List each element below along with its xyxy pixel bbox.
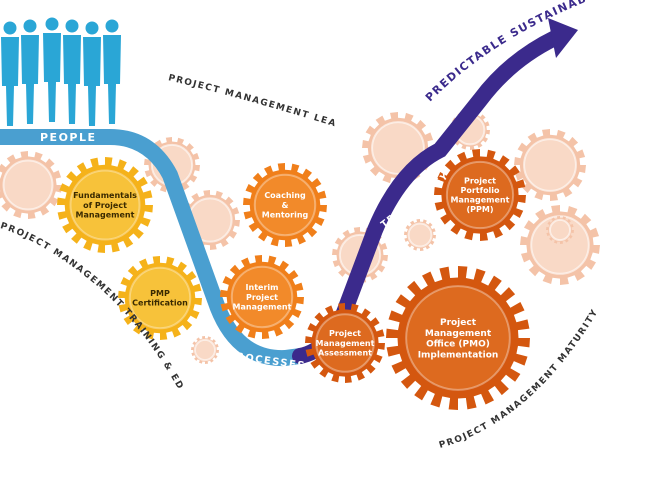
gear-coaching: Coaching&Mentoring [243,163,327,247]
person-body [83,37,101,126]
gear-fundamentals-label-line: Management [76,210,135,219]
faded-gear-5-hub [193,338,217,362]
gear-interim-hub [230,265,294,329]
gear-fundamentals-label-line: of Project [83,201,127,210]
faded-gear-1-hub [2,159,54,211]
gear-ppm-label-line: Management [451,196,510,205]
gear-pmo-hub [405,285,511,391]
gear-pmo-label-line: Implementation [418,350,499,360]
faded-gear-1 [0,151,62,219]
gear-interim-label-line: Project [246,293,278,302]
person-figure [63,19,81,124]
person-figure [103,19,121,124]
gear-pmp-hub [128,266,192,330]
gear-coaching-label-line: Mentoring [262,210,309,219]
faded-gear-10 [514,129,586,201]
gear-pmo-label-line: Project [440,318,477,328]
faded-gear-12 [546,216,574,244]
gear-coaching-label-line: Coaching [264,191,306,200]
gear-pmo-label-line: Management [425,329,492,339]
faded-gear-10-hub [523,138,577,192]
gear-pmp-label-line: Certification [132,299,188,308]
person-body [21,35,39,124]
gear-fundamentals-label-line: Fundamentals [73,191,137,200]
people-figures [1,17,121,126]
gear-ppm-label-line: Project [464,176,496,185]
person-body [1,37,19,126]
people-process-path [0,129,308,367]
person-figure [1,21,19,126]
gear-assessment-label-line: Project [329,329,361,338]
gear-interim-label-line: Interim [246,283,279,292]
faded-gear-8-hub [407,222,433,248]
gear-coaching-label: Coaching&Mentoring [262,191,309,219]
gear-ppm-label-line: Portfolio [460,186,500,195]
gear-pmo-label-line: Office (PMO) [426,340,490,350]
person-body [103,35,121,124]
person-head [3,21,17,35]
faded-gear-11 [520,205,600,285]
arrow-head-icon [548,18,578,58]
gear-assessment-label-line: Assessment [318,348,372,357]
person-figure [83,21,101,126]
people-label: PEOPLE [40,131,97,144]
faded-gear-3 [180,190,240,250]
person-head [105,19,119,33]
person-figure [21,19,39,124]
person-head [85,21,99,35]
faded-gear-5 [191,336,219,364]
gear-fundamentals-hub [69,169,141,241]
faded-gear-12-hub [548,218,572,242]
gear-ppm-label-line: (PPM) [467,205,494,214]
gear-assessment-label-line: Management [316,339,375,348]
person-head [65,19,79,33]
gear-ppm-hub [445,160,515,230]
faded-gear-8 [404,219,436,251]
gear-interim-label-line: Management [233,302,292,311]
gear-assessment-hub [315,313,375,373]
person-head [45,17,59,31]
person-body [43,33,61,122]
gear-pmp-label-line: PMP [150,289,170,298]
person-body [63,35,81,124]
gear-coaching-label-line: & [282,201,289,210]
faded-gear-6 [362,112,434,184]
gear-coaching-hub [253,173,317,237]
person-head [23,19,37,33]
person-figure [43,17,61,122]
